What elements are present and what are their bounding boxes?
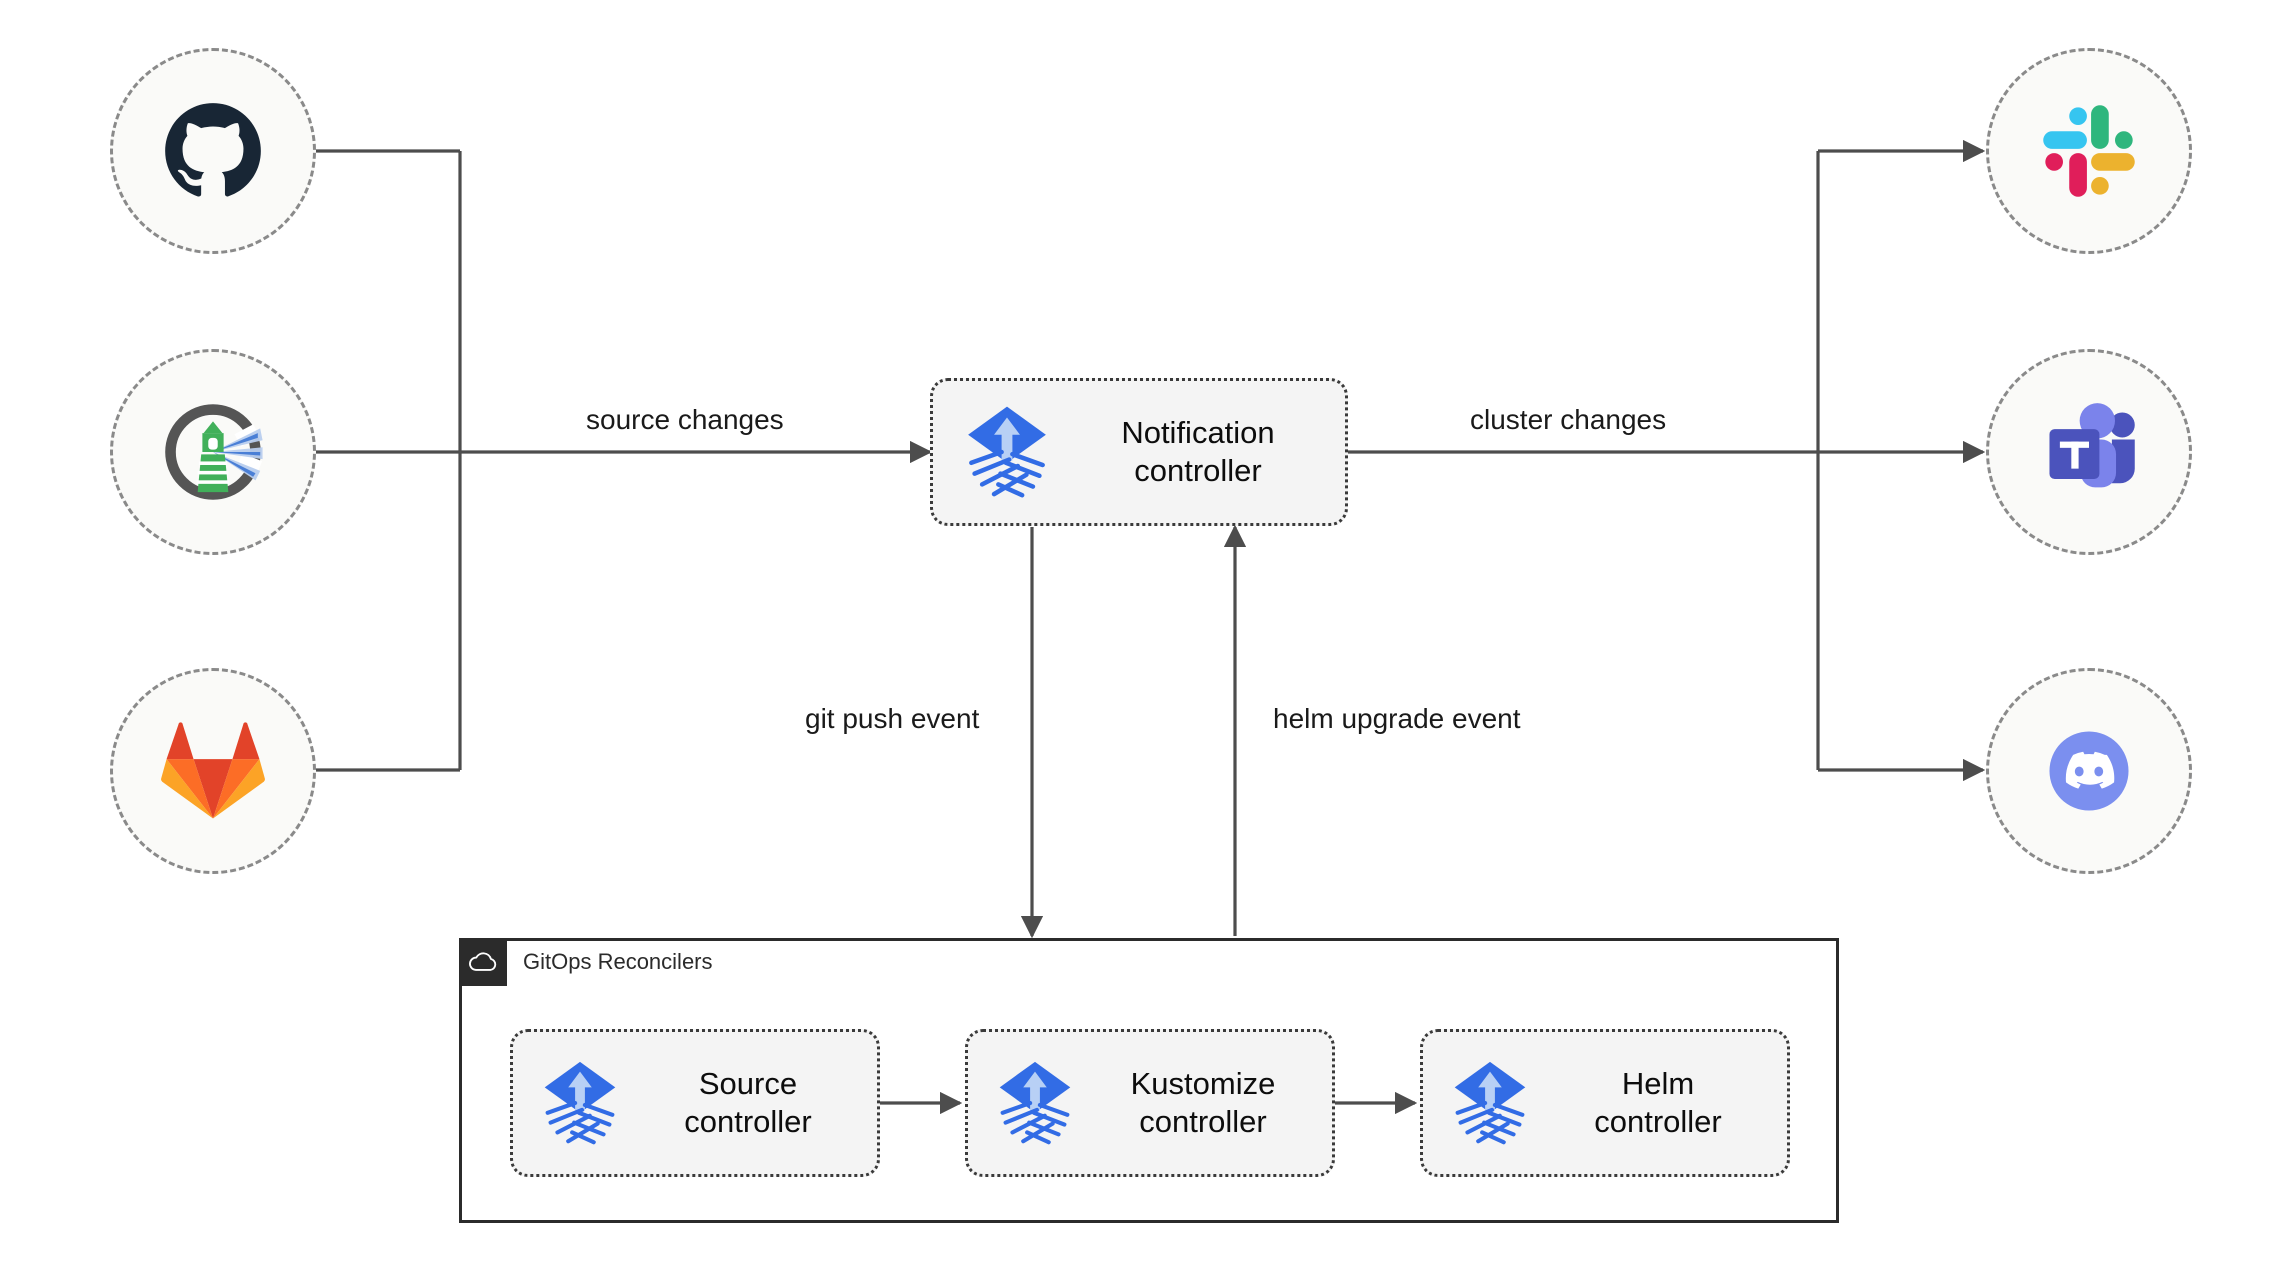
flux-logo-icon bbox=[968, 406, 1046, 498]
source-node-gitlab[interactable] bbox=[110, 668, 316, 874]
source-controller-label: Source controller bbox=[684, 1066, 812, 1139]
helm-controller-label: Helm controller bbox=[1594, 1066, 1722, 1139]
notification-controller-card[interactable]: Notification controller bbox=[930, 378, 1348, 526]
gitops-reconcilers-title: GitOps Reconcilers bbox=[523, 949, 713, 974]
edge-label-source-changes: source changes bbox=[578, 404, 792, 436]
gitops-reconcilers-group bbox=[459, 938, 1839, 1223]
target-node-slack[interactable] bbox=[1986, 48, 2192, 254]
gitlab-icon bbox=[161, 722, 265, 819]
cloud-glyph bbox=[469, 952, 497, 971]
edge-label-git-push-event: git push event bbox=[797, 703, 988, 735]
microsoft-teams-icon bbox=[2049, 403, 2135, 488]
slack-icon bbox=[2043, 105, 2135, 197]
edge-label-helm-upgrade-event: helm upgrade event bbox=[1265, 703, 1529, 735]
github-icon bbox=[165, 103, 261, 197]
kustomize-controller-label: Kustomize controller bbox=[1130, 1066, 1276, 1139]
source-node-github[interactable] bbox=[110, 48, 316, 254]
source-controller-card[interactable]: Source controller bbox=[510, 1029, 880, 1177]
gitops-reconcilers-header: GitOps Reconcilers bbox=[459, 938, 713, 986]
flux-logo-icon bbox=[999, 1061, 1071, 1145]
flux-lighthouse-icon bbox=[165, 404, 263, 500]
notification-controller-label: Notification controller bbox=[1121, 415, 1275, 488]
flux-logo-icon bbox=[544, 1061, 616, 1145]
source-node-flux[interactable] bbox=[110, 349, 316, 555]
kustomize-controller-card[interactable]: Kustomize controller bbox=[965, 1029, 1335, 1177]
cloud-icon bbox=[459, 938, 507, 986]
flux-logo-icon bbox=[1454, 1061, 1526, 1145]
target-node-teams[interactable] bbox=[1986, 349, 2192, 555]
helm-controller-card[interactable]: Helm controller bbox=[1420, 1029, 1790, 1177]
edge-label-cluster-changes: cluster changes bbox=[1462, 404, 1675, 436]
discord-icon bbox=[2049, 731, 2129, 811]
target-node-discord[interactable] bbox=[1986, 668, 2192, 874]
